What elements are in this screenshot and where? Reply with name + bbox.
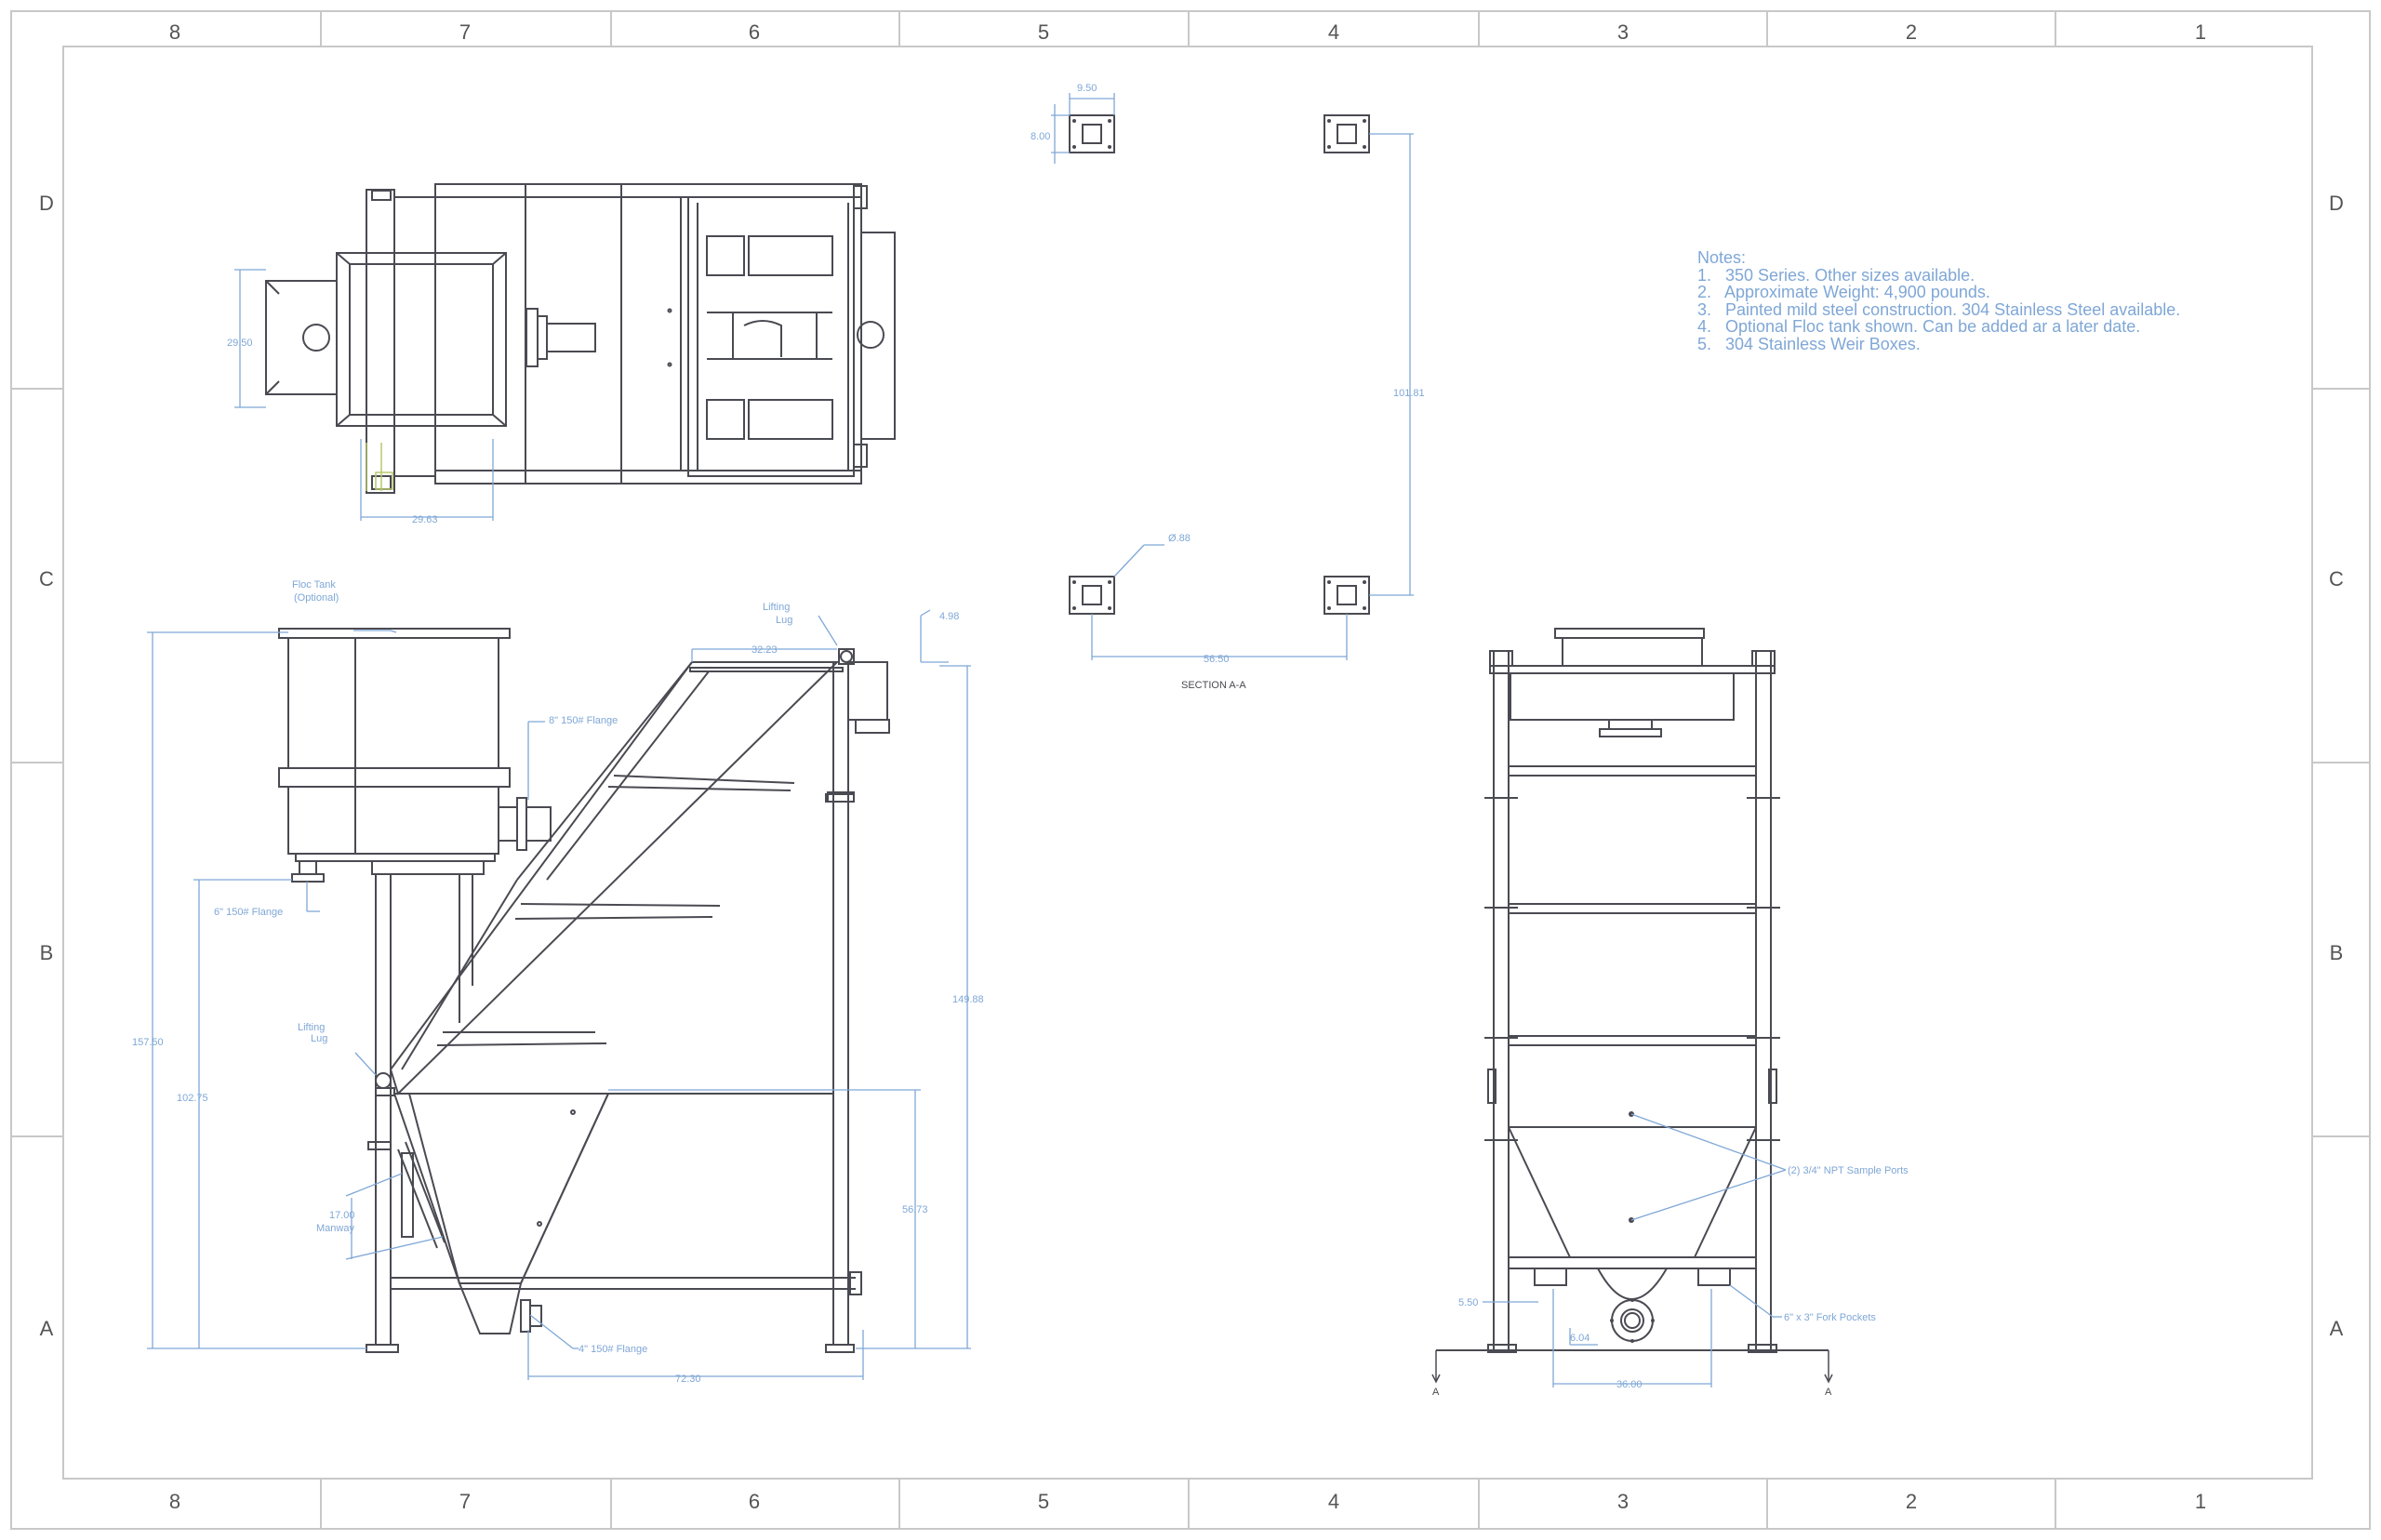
top-view (265, 183, 896, 494)
section-label: SECTION A-A (1181, 680, 1246, 691)
zone-col-top: 1 (2195, 20, 2206, 44)
zone-col-bottom: 3 (1617, 1490, 1629, 1513)
zone-col-top: 3 (1617, 20, 1629, 44)
section-view-bolts (1072, 119, 1366, 610)
dim-6-04: 6.04 (1570, 1333, 1590, 1344)
section-dim-plate-h: 8.00 (1031, 131, 1050, 142)
zone-row-left: C (39, 567, 54, 591)
dim-157-50: 157.50 (132, 1037, 164, 1048)
section-dim-hole: Ø.88 (1168, 533, 1190, 544)
dim-56-73: 56.73 (902, 1204, 928, 1215)
flange-4-label: 4" 150# Flange (579, 1344, 647, 1355)
section-mark-left: A (1432, 1387, 1440, 1398)
top-view-dimensions (234, 269, 494, 521)
top-view-highlight (366, 443, 393, 491)
end-view-dimensions (1483, 1113, 1787, 1387)
section-dim-span-y: 101.81 (1393, 388, 1425, 399)
fork-pockets-label: 6" x 3" Fork Pockets (1784, 1312, 1876, 1323)
dim-102-75: 102.75 (177, 1093, 208, 1104)
side-view-dimensions (147, 609, 971, 1380)
section-view-dimensions (1051, 93, 1414, 660)
dim-72-30: 72.30 (675, 1374, 701, 1385)
zone-col-bottom: 1 (2195, 1490, 2206, 1513)
zone-col-bottom: 2 (1906, 1490, 1917, 1513)
zone-row-left: D (39, 192, 54, 215)
zone-col-top: 4 (1328, 20, 1339, 44)
section-view (1069, 114, 1370, 615)
manway-label: Manway (316, 1223, 354, 1234)
zone-row-left: A (40, 1317, 54, 1340)
note-item: 1. 350 Series. Other sizes available. (1697, 265, 1975, 285)
zone-row-right: A (2330, 1317, 2344, 1340)
dim-36-00: 36.00 (1616, 1379, 1643, 1390)
notes-title: Notes: (1697, 248, 1747, 267)
notes-block: Notes: 1. 350 Series. Other sizes availa… (1697, 249, 2180, 352)
manway-dim: 17.00 (329, 1210, 355, 1221)
top-view-dim-height: 29.50 (227, 338, 253, 349)
zone-col-bottom: 4 (1328, 1490, 1339, 1513)
flange-8-label: 8" 150# Flange (549, 715, 618, 726)
dim-32-23: 32.23 (752, 644, 778, 656)
zone-row-right: C (2329, 567, 2344, 591)
lifting-lug-top-label: Lifting (763, 602, 790, 613)
zone-row-right: B (2330, 941, 2344, 964)
sample-ports-label: (2) 3/4" NPT Sample Ports (1788, 1165, 1909, 1176)
note-item: 4. Optional Floc tank shown. Can be adde… (1697, 317, 2141, 336)
section-mark-right: A (1825, 1387, 1832, 1398)
end-view (1436, 628, 1829, 1353)
side-view (278, 628, 890, 1353)
zone-col-top: 6 (749, 20, 760, 44)
lifting-lug-top-label: Lug (776, 615, 792, 626)
floc-tank-label: (Optional) (294, 592, 339, 604)
zone-row-right: D (2329, 192, 2344, 215)
lifting-lug-left-label: Lug (311, 1033, 327, 1044)
section-dim-plate-w: 9.50 (1077, 83, 1097, 94)
lifting-lug-left-label: Lifting (298, 1022, 325, 1033)
note-item: 5. 304 Stainless Weir Boxes. (1697, 334, 1921, 353)
zone-col-bottom: 8 (169, 1490, 180, 1513)
zone-col-bottom: 7 (459, 1490, 471, 1513)
dim-5-50: 5.50 (1458, 1297, 1478, 1308)
dim-149-88: 149.88 (952, 994, 984, 1005)
zone-col-bottom: 5 (1038, 1490, 1049, 1513)
zone-col-top: 5 (1038, 20, 1049, 44)
zone-col-top: 2 (1906, 20, 1917, 44)
dim-4-98: 4.98 (939, 611, 959, 622)
section-dim-span-x: 56.50 (1204, 654, 1230, 665)
zone-col-top: 7 (459, 20, 471, 44)
floc-tank-label: Floc Tank (292, 579, 336, 591)
top-view-dim-width: 29.63 (412, 514, 438, 525)
zone-col-top: 8 (169, 20, 180, 44)
note-item: 3. Painted mild steel construction. 304 … (1697, 299, 2181, 319)
note-item: 2. Approximate Weight: 4,900 pounds. (1697, 283, 1990, 301)
zone-row-left: B (40, 941, 54, 964)
flange-6-label: 6" 150# Flange (214, 907, 283, 918)
section-cut-marks (1431, 1350, 1833, 1384)
sheet-border (10, 10, 2371, 1530)
zone-col-bottom: 6 (749, 1490, 760, 1513)
